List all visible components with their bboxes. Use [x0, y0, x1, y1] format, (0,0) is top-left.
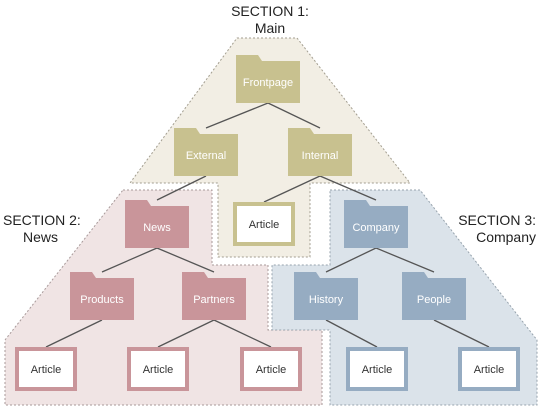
- section-1-name: Main: [254, 20, 286, 36]
- folder-tab-news: [125, 200, 151, 206]
- section-2-name: News: [23, 229, 59, 245]
- article-partners-left: [127, 347, 189, 391]
- article-internal: [233, 202, 295, 246]
- connector-history-to-article-history: [325, 319, 378, 348]
- folder-news: [125, 206, 189, 248]
- section-1-title: SECTION 1:: [231, 3, 309, 19]
- connector-internal-to-article-internal: [263, 175, 321, 203]
- folder-company: [344, 206, 408, 248]
- folder-internal: [288, 134, 352, 176]
- folder-tab-company: [344, 200, 370, 206]
- connector-partners-to-article-partners-right: [213, 319, 272, 348]
- section-region-main: [129, 37, 412, 258]
- section-3-name: Company: [476, 229, 536, 245]
- folder-tab-partners: [182, 272, 208, 278]
- section-label-main: SECTION 1: Main: [222, 3, 318, 37]
- article-partners-left-label: Article: [143, 364, 174, 376]
- connector-people-to-article-people: [433, 319, 490, 348]
- folder-products: [70, 278, 134, 320]
- connector-company-to-people: [375, 247, 435, 273]
- article-history-label: Article: [362, 364, 393, 376]
- article-people-label: Article: [474, 364, 505, 376]
- article-internal-label: Article: [249, 219, 280, 231]
- folder-tab-people: [402, 272, 428, 278]
- folder-frontpage: [236, 61, 300, 103]
- folder-label-partners: Partners: [193, 294, 235, 306]
- folder-partners: [182, 278, 246, 320]
- connector-external-to-news: [156, 175, 207, 201]
- connector-internal-to-company: [319, 175, 377, 201]
- folder-tab-internal: [288, 128, 314, 134]
- section-label-news: SECTION 2: News: [3, 212, 93, 246]
- folder-label-products: Products: [80, 294, 124, 306]
- connector-company-to-history: [325, 247, 377, 273]
- section-label-company: SECTION 3: Company: [440, 212, 536, 246]
- folder-people: [402, 278, 466, 320]
- folder-label-frontpage: Frontpage: [243, 77, 293, 89]
- connector-products-to-article-products: [45, 319, 103, 348]
- connector-news-to-products: [101, 247, 158, 273]
- article-people: [458, 347, 520, 391]
- article-history: [346, 347, 408, 391]
- folder-tab-history: [294, 272, 320, 278]
- folder-label-people: People: [417, 294, 451, 306]
- folder-tab-external: [174, 128, 200, 134]
- connector-news-to-partners: [156, 247, 215, 273]
- article-products-label: Article: [31, 364, 62, 376]
- article-partners-right: [240, 347, 302, 391]
- folder-tab-products: [70, 272, 96, 278]
- connector-frontpage-to-internal: [267, 102, 321, 129]
- folder-tab-frontpage: [236, 55, 262, 61]
- section-3-title: SECTION 3:: [458, 212, 536, 228]
- folder-label-news: News: [143, 222, 171, 234]
- section-2-title: SECTION 2:: [3, 212, 81, 228]
- connector-frontpage-to-external: [205, 102, 269, 129]
- folder-label-company: Company: [352, 222, 400, 234]
- folder-history: [294, 278, 358, 320]
- folder-external: [174, 134, 238, 176]
- article-partners-right-label: Article: [256, 364, 287, 376]
- article-products: [15, 347, 77, 391]
- folder-label-internal: Internal: [302, 150, 339, 162]
- folder-label-external: External: [186, 150, 226, 162]
- folder-label-history: History: [309, 294, 344, 306]
- connector-partners-to-article-partners-left: [157, 319, 215, 348]
